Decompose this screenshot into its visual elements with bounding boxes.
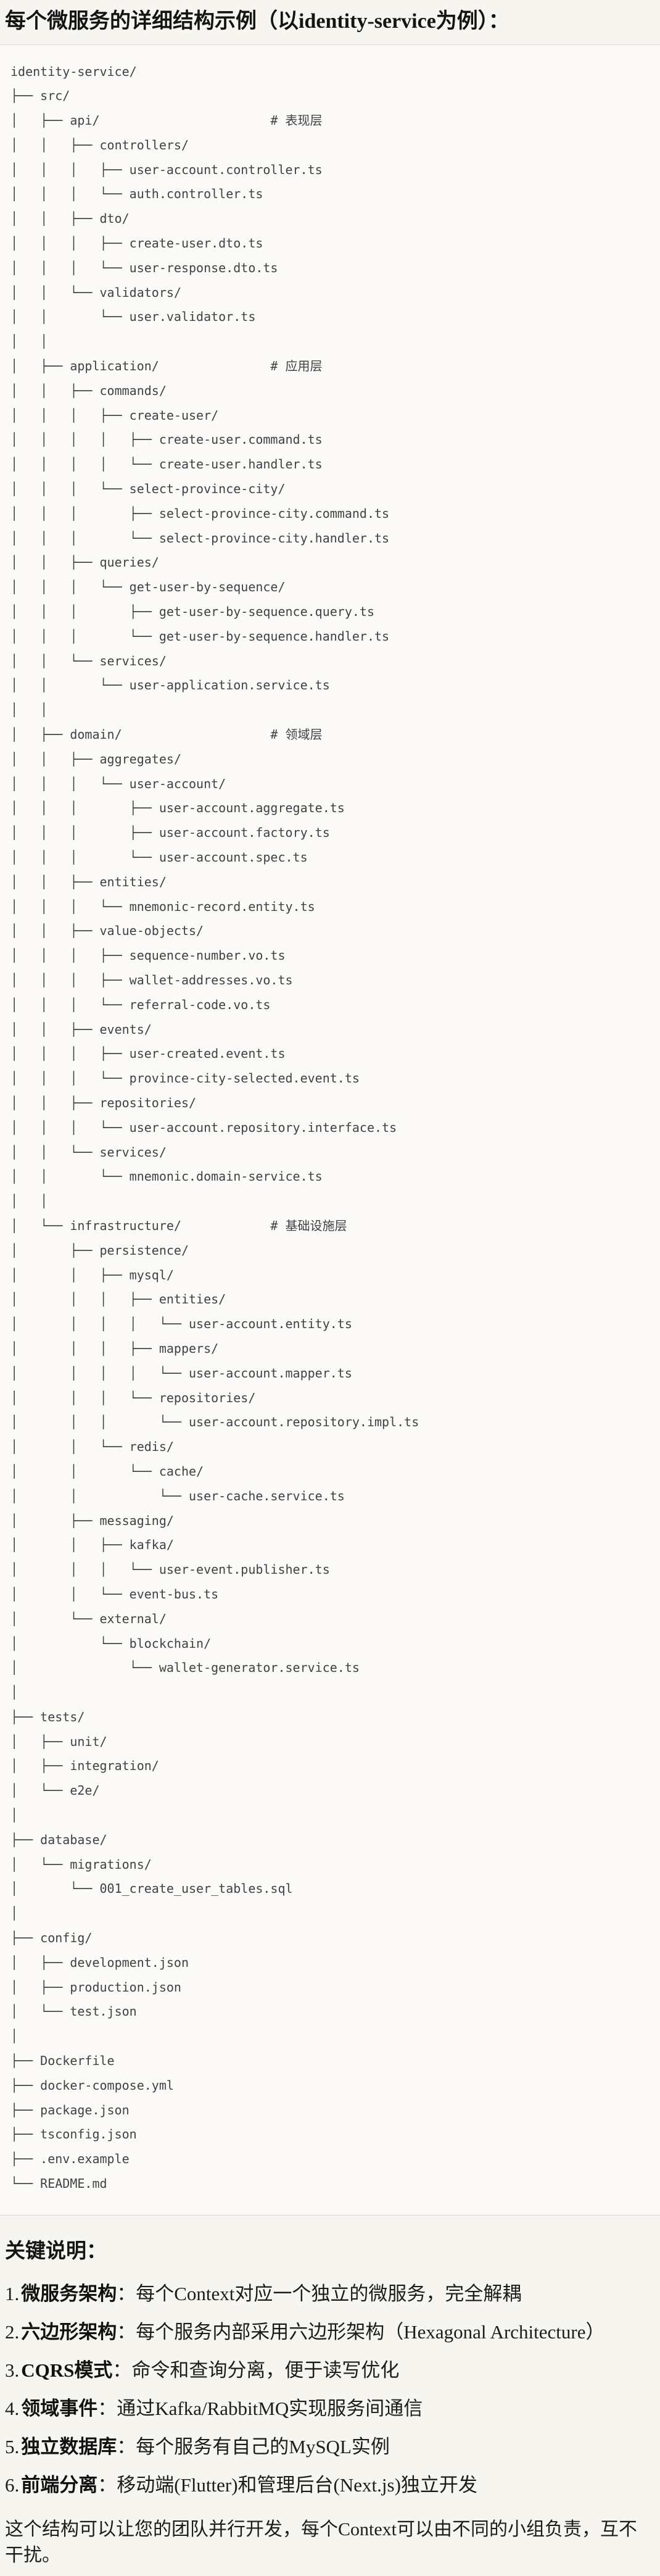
list-item-number: 1.	[5, 2282, 20, 2304]
list-item-label: 前端分离	[21, 2474, 98, 2496]
list-item-label: 领域事件	[21, 2397, 98, 2419]
list-item-text: ：通过Kafka/RabbitMQ实现服务间通信	[97, 2397, 423, 2419]
list-item: 2.六边形架构：每个服务内部采用六边形架构（Hexagonal Architec…	[5, 2319, 655, 2345]
list-item-number: 4.	[5, 2397, 20, 2419]
list-item-text: ：每个服务内部采用六边形架构（Hexagonal Architecture）	[117, 2320, 605, 2343]
list-item-text: ：命令和查询分离，便于读写优化	[112, 2359, 400, 2381]
list-item-number: 6.	[5, 2474, 20, 2496]
list-item: 3.CQRS模式：命令和查询分离，便于读写优化	[5, 2358, 655, 2383]
notes-list: 1.微服务架构：每个Context对应一个独立的微服务，完全解耦 2.六边形架构…	[5, 2281, 655, 2498]
list-item-number: 2.	[5, 2320, 20, 2343]
list-item-label: CQRS模式	[21, 2359, 113, 2381]
list-item: 5.独立数据库：每个服务有自己的MySQL实例	[5, 2434, 655, 2460]
list-item-number: 5.	[5, 2435, 20, 2458]
closing-paragraph: 这个结构可以让您的团队并行开发，每个Context可以由不同的小组负责，互不干扰…	[5, 2519, 637, 2566]
list-item-label: 微服务架构	[21, 2282, 117, 2304]
directory-tree-code-block: identity-service/ ├── src/ │ ├── api/ # …	[0, 44, 660, 2216]
notes-heading: 关键说明：	[5, 2240, 107, 2262]
list-item-text: ：移动端(Flutter)和管理后台(Next.js)独立开发	[97, 2474, 477, 2496]
list-item-label: 独立数据库	[21, 2435, 117, 2458]
list-item: 4.领域事件：通过Kafka/RabbitMQ实现服务间通信	[5, 2396, 655, 2422]
list-item-text: ：每个服务有自己的MySQL实例	[117, 2435, 390, 2458]
list-item-number: 3.	[5, 2359, 20, 2381]
list-item: 6.前端分离：移动端(Flutter)和管理后台(Next.js)独立开发	[5, 2472, 655, 2498]
list-item-text: ：每个Context对应一个独立的微服务，完全解耦	[117, 2282, 522, 2304]
page-title: 每个微服务的详细结构示例（以identity-service为例）：	[5, 10, 509, 33]
list-item-label: 六边形架构	[21, 2320, 117, 2343]
list-item: 1.微服务架构：每个Context对应一个独立的微服务，完全解耦	[5, 2281, 655, 2307]
